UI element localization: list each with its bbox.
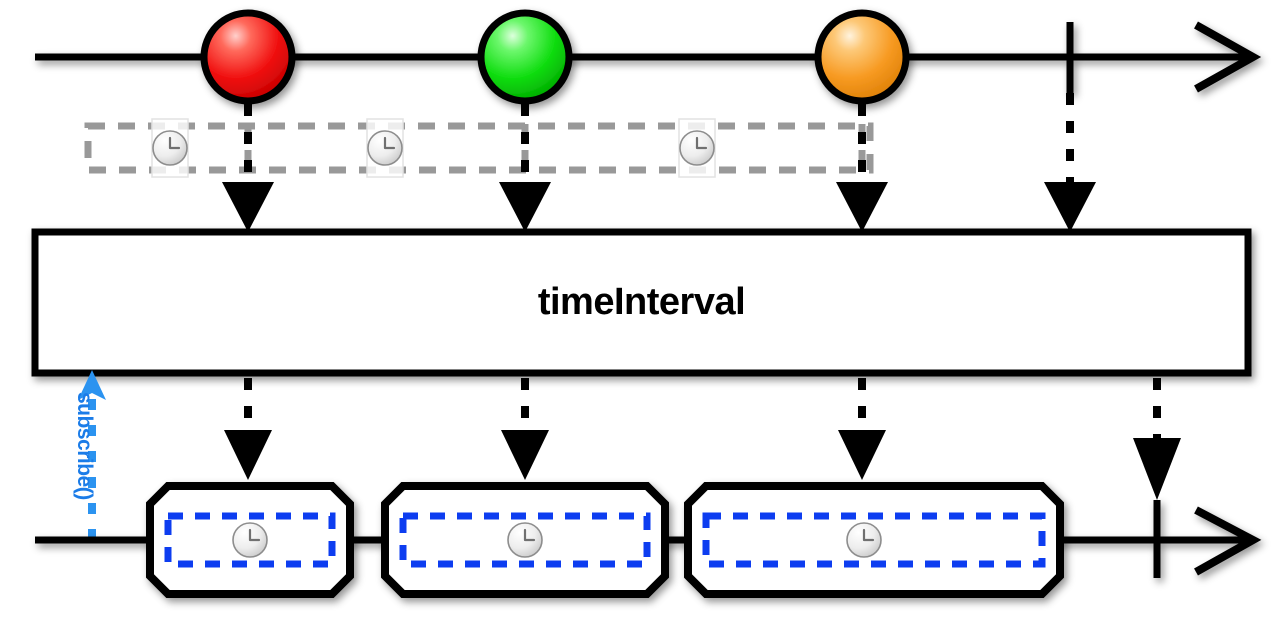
clock-icon bbox=[506, 521, 544, 559]
drop-arrow-1 bbox=[222, 104, 274, 232]
result-arrowhead bbox=[1194, 506, 1262, 576]
out-arrow-3 bbox=[838, 378, 886, 480]
drop-arrow-2 bbox=[499, 104, 551, 232]
subscribe-arrow bbox=[78, 370, 106, 540]
operator-box bbox=[31, 228, 1252, 377]
result-marble-1[interactable] bbox=[146, 482, 354, 598]
subscribe-label: subscribe() bbox=[73, 392, 96, 500]
marble-green[interactable] bbox=[477, 9, 573, 105]
clock-icon bbox=[151, 118, 189, 178]
clock-icon bbox=[231, 521, 269, 559]
drop-arrow-3 bbox=[836, 104, 888, 232]
result-marble-2[interactable] bbox=[381, 482, 669, 598]
marble-red[interactable] bbox=[200, 9, 296, 105]
marble-orange[interactable] bbox=[814, 9, 910, 105]
clock-icon bbox=[845, 521, 883, 559]
source-arrowhead bbox=[1194, 21, 1262, 93]
drop-arrows-out-of-operator bbox=[224, 378, 1181, 500]
drop-arrows-into-operator bbox=[222, 93, 1096, 232]
clock-icon bbox=[366, 118, 404, 178]
out-arrow-1 bbox=[224, 378, 272, 480]
out-arrow-2 bbox=[501, 378, 549, 480]
clock-icon bbox=[678, 118, 716, 178]
interval-measurement-band bbox=[84, 118, 874, 178]
out-arrow-complete bbox=[1133, 378, 1181, 500]
drop-arrow-complete bbox=[1044, 93, 1096, 232]
result-marble-3[interactable] bbox=[684, 482, 1064, 598]
